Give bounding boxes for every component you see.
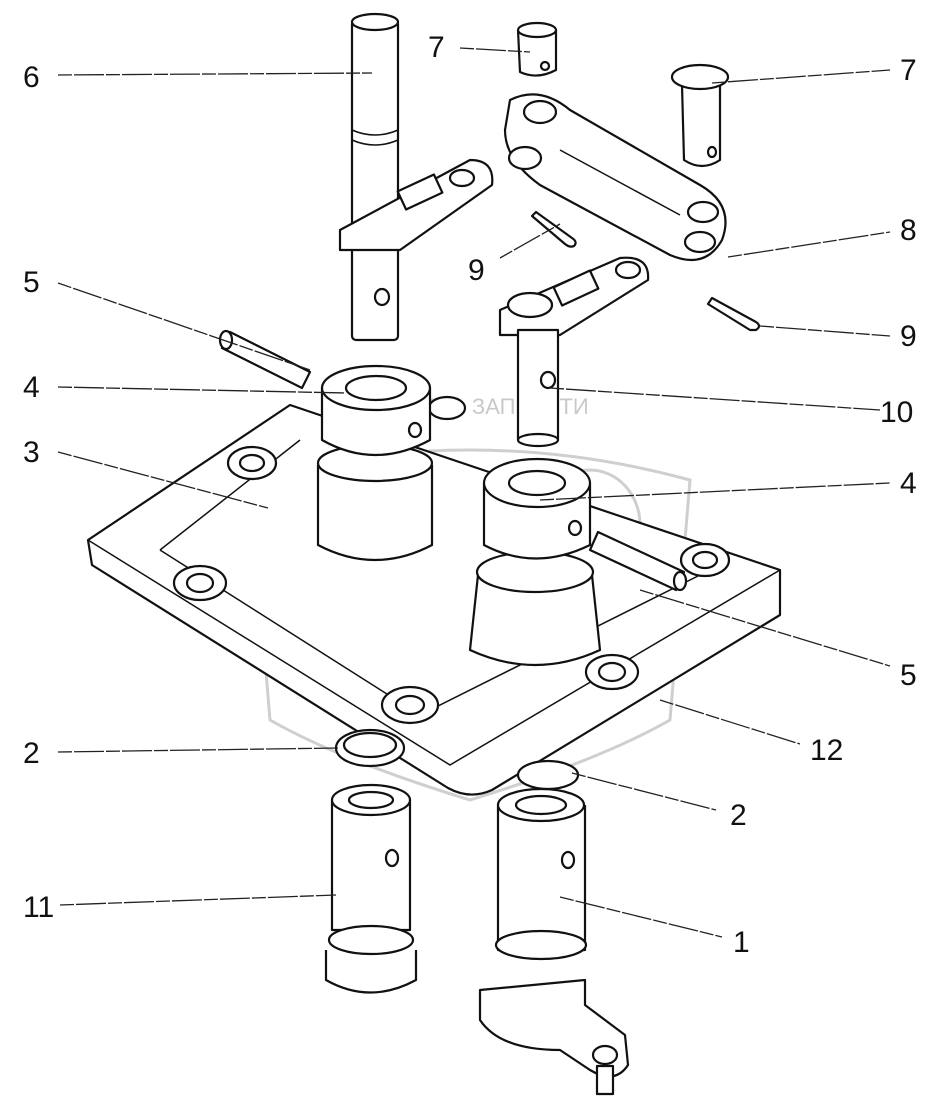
callout-2-right: 2 (730, 799, 747, 832)
part-5-pin-right (588, 530, 688, 592)
part-3-base-plate (86, 395, 782, 796)
callout-11: 11 (23, 891, 54, 924)
part-11-bushing (324, 783, 418, 994)
part-2-washer-left (334, 728, 406, 768)
part-1-shaft-with-arm (478, 787, 630, 1096)
part-8-link-rod (503, 93, 727, 262)
callout-1: 1 (733, 926, 750, 959)
part-10-lever-shaft (498, 256, 650, 448)
callout-4-right: 4 (900, 467, 917, 500)
part-4-collar-left (320, 364, 432, 456)
callout-7-left: 7 (428, 31, 445, 64)
part-7-clevis-pin (670, 63, 730, 168)
callout-4-left: 4 (23, 371, 40, 404)
part-4-collar-right (482, 457, 592, 560)
part-6-shaft-with-lever (338, 12, 494, 342)
callout-2-left: 2 (23, 737, 40, 770)
callout-labels: 6 7 7 5 4 3 9 8 9 10 4 5 2 12 2 11 1 (23, 31, 917, 959)
callout-8: 8 (900, 214, 917, 247)
callout-7-right: 7 (900, 54, 917, 87)
callout-5-lower: 5 (900, 659, 917, 692)
part-9-cotter-pin-upper (530, 210, 577, 248)
part-9-cotter-pin-lower (706, 296, 761, 332)
leader-lines (57, 47, 891, 938)
callout-9-lower: 9 (900, 320, 917, 353)
callout-3: 3 (23, 436, 40, 469)
callout-12: 12 (810, 734, 843, 767)
callout-10: 10 (880, 396, 913, 429)
callout-9-upper: 9 (468, 254, 485, 287)
callout-5-upper: 5 (23, 266, 40, 299)
part-2-washer-right (516, 759, 580, 791)
callout-6: 6 (23, 61, 40, 94)
part-5-pin-left (218, 329, 312, 390)
part-7-roll-pin (516, 21, 558, 77)
